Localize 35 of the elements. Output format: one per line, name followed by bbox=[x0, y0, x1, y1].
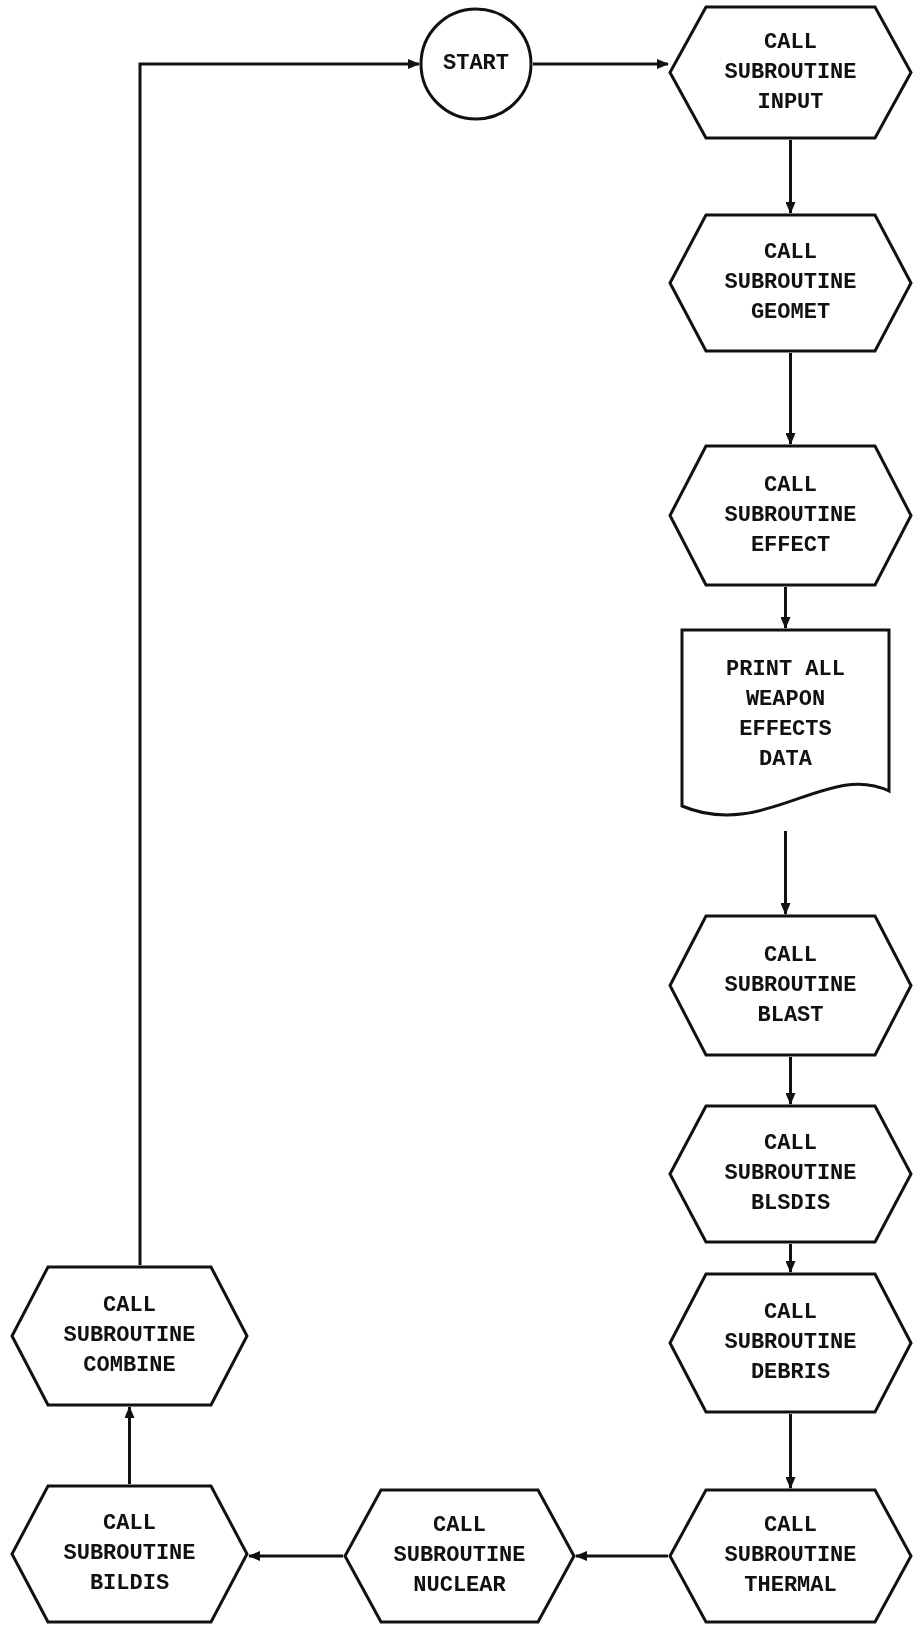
node-label: CALL SUBROUTINE INPUT bbox=[723, 28, 858, 117]
process-hexagon bbox=[10, 1265, 249, 1407]
arrow bbox=[785, 1057, 796, 1105]
arrow bbox=[785, 1414, 796, 1489]
arrow bbox=[785, 353, 796, 445]
node-label: CALL SUBROUTINE EFFECT bbox=[723, 471, 858, 560]
node-label: START bbox=[443, 50, 509, 78]
node-label: CALL SUBROUTINE NUCLEAR bbox=[392, 1512, 527, 1600]
arrow bbox=[785, 1244, 796, 1273]
arrow bbox=[138, 59, 420, 1265]
arrow bbox=[575, 1551, 668, 1561]
arrow bbox=[533, 59, 669, 69]
arrow bbox=[780, 587, 791, 629]
start-circle bbox=[419, 7, 533, 121]
node-label: CALL SUBROUTINE GEOMET bbox=[723, 239, 858, 327]
node-label: CALL SUBROUTINE THERMAL bbox=[723, 1512, 858, 1600]
process-hexagon bbox=[343, 1488, 576, 1624]
node-label: CALL SUBROUTINE DEBRIS bbox=[723, 1299, 858, 1387]
process-hexagon bbox=[668, 213, 913, 353]
node-label: PRINT ALL WEAPON EFFECTS DATA bbox=[725, 655, 846, 774]
arrow bbox=[785, 140, 796, 214]
node-label: CALL SUBROUTINE COMBINE bbox=[62, 1292, 197, 1380]
process-hexagon bbox=[668, 5, 913, 140]
arrow bbox=[780, 831, 791, 915]
process-hexagon bbox=[668, 1488, 913, 1624]
process-hexagon bbox=[668, 444, 913, 587]
arrow bbox=[248, 1551, 343, 1561]
process-hexagon bbox=[668, 1104, 913, 1244]
arrow bbox=[124, 1406, 135, 1484]
node-label: CALL SUBROUTINE BILDIS bbox=[62, 1510, 197, 1598]
process-hexagon bbox=[668, 914, 913, 1057]
process-hexagon bbox=[10, 1484, 249, 1624]
node-label: CALL SUBROUTINE BLAST bbox=[723, 941, 858, 1030]
node-label: CALL SUBROUTINE BLSDIS bbox=[723, 1130, 858, 1218]
process-hexagon bbox=[668, 1272, 913, 1414]
